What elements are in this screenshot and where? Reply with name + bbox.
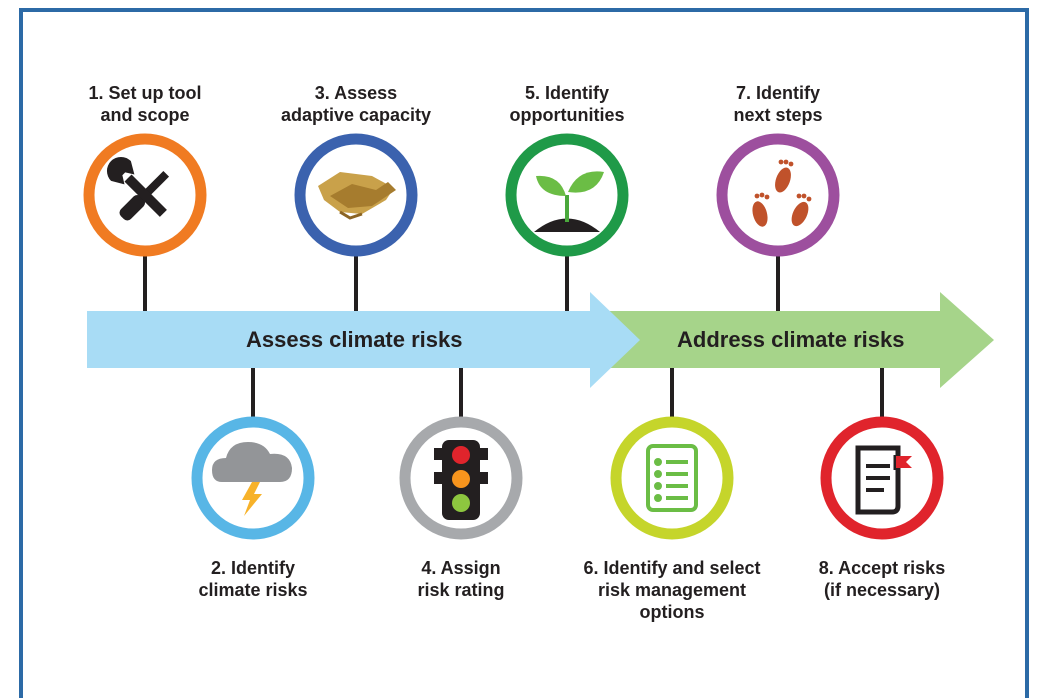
step-6-label: 6. Identify and select risk management o… — [583, 558, 761, 622]
assess-climate-risks-label: Assess climate risks — [246, 327, 463, 352]
flagged-document-icon — [855, 445, 912, 515]
step-3-node — [294, 133, 418, 257]
address-climate-risks-arrow — [610, 292, 994, 388]
step-5-node — [505, 133, 629, 257]
step-6-ring — [610, 416, 734, 540]
assess-climate-risks-arrow — [87, 292, 640, 388]
step-8-label: 8. Accept risks (if necessary) — [818, 558, 946, 600]
connectors — [143, 255, 884, 418]
step-1-node — [83, 133, 207, 257]
step-2-label: 2. Identify climate risks — [198, 558, 308, 600]
step-1-label: 1. Set up tool and scope — [88, 83, 202, 125]
handshake-icon — [318, 172, 396, 220]
seedling-icon — [534, 171, 604, 232]
process-diagram — [83, 133, 994, 540]
tools-icon — [106, 156, 170, 221]
footprints-icon — [752, 159, 812, 227]
address-climate-risks-label: Address climate risks — [677, 327, 905, 352]
step-4-node — [399, 416, 523, 540]
step-5-label: 5. Identify opportunities — [509, 83, 625, 125]
step-7-node — [716, 133, 840, 257]
step-6-node — [610, 416, 734, 540]
step-4-label: 4. Assign risk rating — [417, 558, 505, 600]
step-7-ring — [716, 133, 840, 257]
step-7-label: 7. Identify next steps — [733, 83, 823, 125]
traffic-light-icon — [434, 440, 488, 520]
storm-cloud-icon — [212, 442, 292, 516]
step-3-label: 3. Assess adaptive capacity — [280, 83, 432, 125]
checklist-icon — [646, 444, 698, 512]
step-8-node — [820, 416, 944, 540]
step-2-node — [191, 416, 315, 540]
